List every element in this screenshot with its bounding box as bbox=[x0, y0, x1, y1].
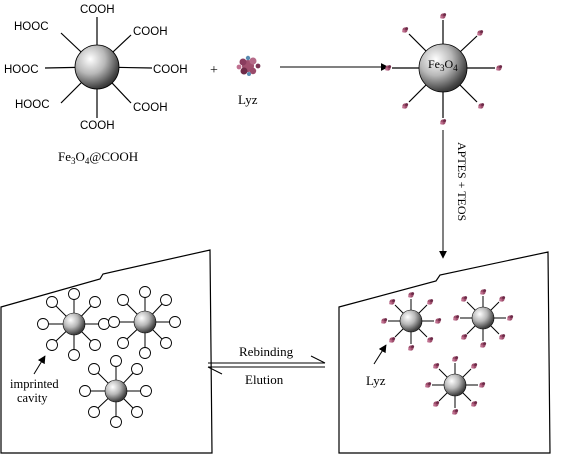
elution-arrow bbox=[207, 366, 325, 375]
fe3o4-cooh-caption: Fe3O4@COOH bbox=[58, 149, 138, 166]
plus-sign: + bbox=[210, 63, 218, 78]
imprinted-polymer-panel bbox=[0, 249, 213, 454]
cooh-label-left: HOOC bbox=[4, 64, 39, 76]
lyz-protein bbox=[236, 55, 261, 76]
rebinding-arrow bbox=[208, 355, 326, 364]
lyz-label-polymer: Lyz bbox=[366, 373, 386, 388]
cooh-label-top: COOH bbox=[80, 4, 115, 16]
cooh-label-bottom-right: COOH bbox=[133, 102, 168, 114]
fe3o4-label: Fe3O4 bbox=[428, 57, 458, 73]
fe3o4-cooh-particle: COOH HOOC COOH HOOC COOH HOOC COOH COOH … bbox=[4, 4, 188, 166]
imprinted-particle-2 bbox=[108, 286, 181, 359]
elution-label: Elution bbox=[245, 372, 284, 387]
rebound-polymer-panel bbox=[338, 251, 551, 454]
rebound-particle-2 bbox=[453, 289, 514, 348]
cooh-label-right: COOH bbox=[153, 64, 188, 76]
fe3o4-core bbox=[74, 44, 120, 90]
imprinted-cavity-label-line1: imprinted bbox=[10, 377, 59, 391]
rebound-particle-1 bbox=[381, 292, 442, 351]
fe3o4-core-lyz bbox=[418, 43, 468, 93]
lyz-label: Lyz bbox=[238, 92, 258, 107]
rebound-particle-3 bbox=[425, 356, 486, 415]
cooh-label-bottom-left: HOOC bbox=[15, 99, 50, 111]
fe3o4-lyz-particle: Fe3O4 bbox=[385, 13, 503, 125]
aptes-teos-label: APTES + TEOS bbox=[455, 142, 469, 221]
lyz-pointer-arrow bbox=[373, 344, 387, 365]
imprinted-cavity-label-line2: cavity bbox=[17, 391, 48, 405]
cavity-pointer-arrow bbox=[33, 355, 46, 375]
rebinding-label: Rebinding bbox=[239, 344, 294, 359]
cooh-label-top-right: COOH bbox=[133, 26, 168, 38]
cooh-label-top-left: HOOC bbox=[14, 21, 49, 33]
cooh-label-bottom: COOH bbox=[80, 120, 115, 132]
imprinted-particle-1 bbox=[37, 288, 110, 361]
imprinted-particle-3 bbox=[79, 355, 152, 428]
